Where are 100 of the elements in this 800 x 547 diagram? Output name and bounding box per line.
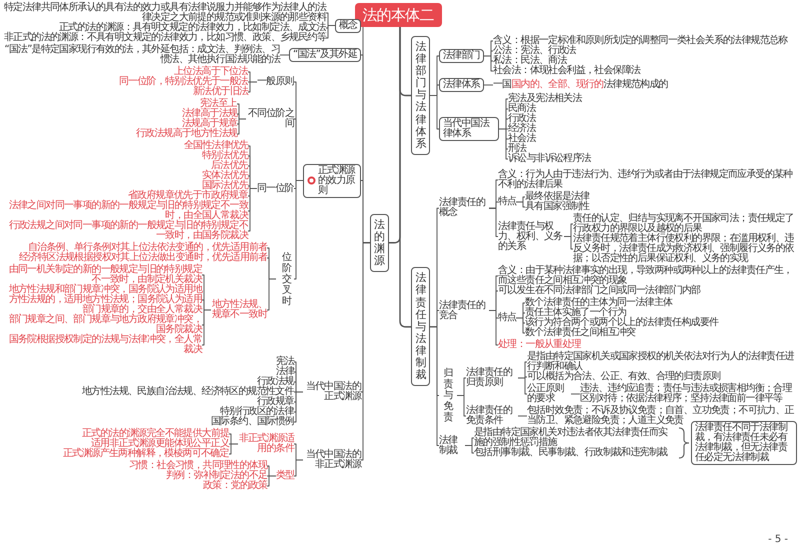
connector xyxy=(294,392,304,422)
connector xyxy=(228,444,238,454)
leaf-text: 习惯：社会习惯，共同理性的体现 xyxy=(129,461,268,471)
branch-text: 法律责任的竞合 xyxy=(439,300,489,320)
branch-text: 类型 xyxy=(276,471,294,481)
leaf-text: 适用非正式渊源更能体现公平正义 xyxy=(91,439,230,449)
connector xyxy=(248,82,258,92)
leaf-text: 具有国家强制性 xyxy=(525,202,590,212)
connector xyxy=(280,54,290,56)
connector xyxy=(326,25,336,38)
connector xyxy=(484,84,494,86)
leaf-text: 私法：民法、商法 xyxy=(493,56,567,66)
leaf-text: 责任的认定、归结与实现离不开国家司法；责任规定了行政权力的界限以及越权的后果 xyxy=(573,214,797,234)
branch-text: 特点 xyxy=(498,313,516,323)
leaf-text: 最终依据是法律 xyxy=(525,192,590,202)
leaf-text: 法律 xyxy=(276,367,294,377)
leaf-text: 行政规章 xyxy=(257,397,294,407)
leaf-text: 行政法规之间对同一事项的新的一般规定与旧的特别规定不一致时，由国务院裁决 xyxy=(3,221,248,241)
leaf-text: 含义：根据一定标准和原则所划定的调整同一类社会关系的法律规范总称 xyxy=(493,36,788,46)
topic-box: “国法”及其外延 xyxy=(289,48,361,62)
topic-box: 当代中国法律体系 xyxy=(439,117,499,141)
leaf-text: 刑法 xyxy=(508,144,526,154)
leaf-text: 法律之间对同一事项的新的一般规定与旧的特别规定不一致时，由全国人常裁决 xyxy=(3,201,248,221)
leaf-text: 政策：党的政策 xyxy=(203,481,268,491)
leaf-text: 数个法律责任的主体为同一法律主体 xyxy=(525,298,672,308)
connector xyxy=(498,128,508,160)
branch-text: 法律责任的概念 xyxy=(439,198,489,218)
leaf-text: 公法：宪法、行政法 xyxy=(493,46,576,56)
leaf-text: 宪法及宪法相关法 xyxy=(508,94,582,104)
connector xyxy=(484,56,494,72)
branch-box: 法律部门与法律体系 xyxy=(411,36,430,155)
leaf-text: 法规高于规章 xyxy=(182,119,238,129)
connector xyxy=(360,242,370,460)
connector xyxy=(564,236,574,250)
leaf-text: 是指由特定国家机关或国家授权的机关依法对行为人的法律责任进行判断和确认 xyxy=(527,352,797,372)
connector xyxy=(516,202,526,208)
leaf-text: 可以概括为合法、公正、有效、合理的归责原则 xyxy=(527,372,720,382)
leaf-text: 判例：弥补制定法的不足 xyxy=(166,471,268,481)
leaf-text: 正式的法的渊源完全不能提供大前提 xyxy=(82,429,230,439)
leaf-text: 新法优于旧法 xyxy=(193,87,248,97)
connector xyxy=(430,326,440,446)
note-box: 法律责任不同于法律制裁，有法律责任未必有法律制裁，但无法律责任必定无法律制裁 xyxy=(691,421,797,465)
topic-box: 法律体系 xyxy=(439,78,484,92)
leaf-text: 一国国内的、全部、现行的法律规范构成的 xyxy=(493,80,668,90)
leaf-text: 包括刑事制裁、民事制裁、行政制裁和违宪制裁 xyxy=(474,448,668,458)
leaf-text: 民商法 xyxy=(508,104,536,114)
topic-label: 正式渊源的效力原则 xyxy=(318,166,356,196)
leaf-text: 宪法 xyxy=(276,357,294,367)
leaf-text: 自治条例、单行条例对其上位法依法变通的，优先适用前者 xyxy=(28,243,268,253)
leaf-text: 国务院根据授权制定的法规与法律冲突，全人常裁决 xyxy=(3,335,202,355)
connector xyxy=(248,188,258,232)
leaf-text: 是指由特定国家机关对违法者依其法律责任而实施的强制性惩罚措施 xyxy=(474,428,674,448)
branch-box: 法律责任与法律制裁 xyxy=(411,267,430,386)
connector xyxy=(430,95,440,130)
branch-text: 当代中国法的非正式渊源 xyxy=(303,450,361,470)
leaf-text: 责任主体实施了一个行为 xyxy=(525,308,626,318)
branch-text: 法律制裁 xyxy=(439,436,465,456)
leaf-text: 上位法高于下位法 xyxy=(174,67,248,77)
connector xyxy=(464,445,474,454)
leaf-text: 行政法规高于地方性法规 xyxy=(136,129,238,139)
leaf-text: 地方性法规和部门规章冲突，国务院认为适用地方性法规的，适用地方性法规；国务院认为适用部门规章的，交由全人常裁决 xyxy=(3,285,202,315)
leaf-text: 部门规章之间、部门规章与地方政府规章冲突，国务院裁决 xyxy=(3,315,202,335)
leaf-text: 含义：行为人由于违法行为、违约行为或者由于法律规定而应承受的某种不利的法律后果 xyxy=(498,170,797,190)
connector xyxy=(236,118,246,134)
branch-text: 归责与免责 xyxy=(439,365,457,426)
leaf-text: 行政法规 xyxy=(257,377,294,387)
leaf-text: 宪法至上 xyxy=(200,99,237,109)
branch-text: 法律责任的归责原则 xyxy=(466,368,518,388)
leaf-text: 该行为符合两个或两个以上的法律责任构成要件 xyxy=(525,318,718,328)
leaf-text: 后法优先 xyxy=(211,161,248,171)
leaf-text: 法律高于法规 xyxy=(182,109,238,119)
leaf-text: 法律责任规范着主体行使权利的界限；在滥用权利、违反义务时，法律责任成为救济权利、强制履行义务的依据；以否定性的后果保证权利、义务的实现 xyxy=(573,234,797,264)
leaf-text: 违法、违约应追责；责任与违法或损害相均衡；合理区别对待；依据法律程序；坚持法律面前一律平等 xyxy=(580,384,797,404)
leaf-text: 特定法律共同体所承认的具有法的效力或具有法律说服力并能够作为法律人的法律决定之大前提的规范或准则来源的那些资料 xyxy=(3,3,326,23)
connector xyxy=(488,208,498,237)
leaf-text: 社会法 xyxy=(508,134,536,144)
leaf-text: 国际条约、国际惯例 xyxy=(211,417,294,427)
leaf-text: 国际法优先 xyxy=(202,181,248,191)
leaf-text: 社会法：体现社会利益，社会保障法 xyxy=(493,66,640,76)
page-number: - 5 - xyxy=(768,534,788,545)
branch-text: 地方性法规、规章不一致时 xyxy=(211,300,267,320)
connector xyxy=(294,460,304,476)
leaf-text: 实体法优先 xyxy=(202,171,248,181)
connector xyxy=(488,310,498,346)
branch-text: 位阶交叉时 xyxy=(276,248,294,310)
leaf-text: 经济法 xyxy=(508,124,536,134)
branch-text: 公正原则的要求 xyxy=(527,384,571,404)
leaf-text: 含义：由于某种法律事实的出现，导致两种或两种以上的法律责任产生，而这些责任之间相互冲突的现象 xyxy=(498,266,797,286)
connector xyxy=(518,378,528,394)
leaf-text: 诉讼与非诉讼程序法 xyxy=(508,154,591,164)
leaf-text: 经济特区法规根据授权对其上位法做出变通时，优先适用前者 xyxy=(19,253,268,263)
branch-text: 当代中国法的正式渊源 xyxy=(303,382,361,402)
leaf-text: 特别行政区的法律 xyxy=(220,407,294,417)
topic-box: 法律部门 xyxy=(439,49,484,63)
leaf-text: 特别法优先 xyxy=(202,151,248,161)
leaf-text: 非正式的法的渊源：不具有明文规定的法律效力，比如习惯、政策、乡规民约等 xyxy=(4,33,326,43)
leaf-text: 同一位阶，特别法优先于一般法 xyxy=(119,77,248,87)
branch-box: 法的渊源 xyxy=(370,214,389,272)
leaf-text: 正式渊源产生两种解释，模棱两可不确定 xyxy=(63,449,229,459)
connector xyxy=(202,310,212,346)
